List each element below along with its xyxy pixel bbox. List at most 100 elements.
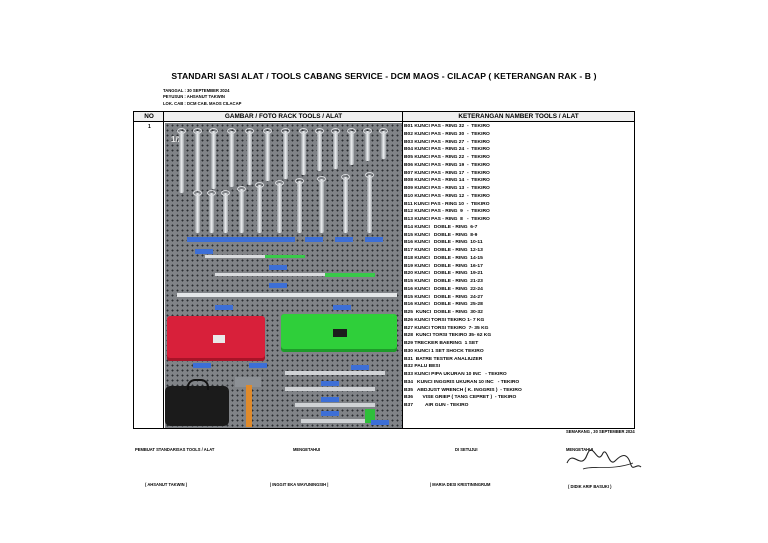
list-item: B36 VISE GRIEP ( TANG CEPRET ) - TEKIRO [404,395,517,401]
approved-label: DI SETUJUI [455,447,478,452]
list-item: B20 KUNCI DOBLE - RING 19-21 [404,271,483,277]
list-item: B01 KUNCI PAS - RING 32 - TEKIRO [404,124,490,129]
header-no: NO [134,112,164,122]
list-item: B25 KUNCI DOBLE - RING 30-32 [404,310,483,315]
list-item: B15 KUNCI DOBLE - RING 24-27 [404,294,483,300]
wrench-image [341,174,350,233]
list-item: B37 AIR GUN - TEKIRO [404,403,469,408]
list-item: B03 KUNCI PAS - RING 27 - TEKIRO [404,139,490,145]
header-description: KETERANGAN NAMBER TOOLS / ALAT [403,112,634,122]
signer-name-1: ( AHSANUT TAKWIN ) [145,482,188,487]
list-item: B26 KUNCI TORSI TEKIRO 1- 7 KG [404,317,485,323]
list-item: B07 KUNCI PAS - RING 17 - TEKIRO [404,170,490,176]
signer-name-2: | INGGIT EKA WAYUNINGSIH | [270,482,329,487]
number-tag [249,363,267,368]
wrench-image [237,186,246,233]
number-tag [351,365,369,370]
number-tag [321,397,339,402]
pipe-wrench-image [285,387,375,391]
hammer-handle [246,385,252,427]
list-item: B15 KUNCI DOBLE - RING 8-9 [404,232,478,238]
wrench-image [209,128,218,189]
signature-image [566,449,642,470]
number-tag [259,237,277,242]
number-tag [321,381,339,386]
wrench-image [299,128,308,175]
wrench-image [263,128,272,181]
wrench-image [331,128,340,169]
signer-name-4: ( DIDIK ARIF BASUKI ) [568,484,612,489]
wrench-image [193,190,202,233]
number-tag [365,237,383,242]
number-tag [333,305,351,310]
list-item: B31 BATRE TESTER ANALIUZER [404,356,483,362]
acknowledged-label-2: MENGETAHUI [566,447,594,452]
list-item: B16 KUNCI DOBLE - RING 22-24 [404,286,483,292]
number-tag [187,237,205,242]
list-item: B34 KUNCI INGGRIS UKURAN 10 INC - TEKIRO [404,379,520,385]
meta-location: LOK. CAB : DCM CAB. MAOS CILACAP [163,100,242,106]
wrench-image [207,190,216,233]
creator-label: PEMBUAT STANDARISAS TOOLS / ALAT [135,447,215,452]
wrench-image [347,128,356,165]
torque-wrench-image [215,273,375,276]
list-item: B28 KUNCI TORSI TEKIRO 35- 62 KG [404,333,492,339]
meta-date: TANGGAL : 30 SEPTEMBER 2024 [163,88,230,93]
column-divider [163,112,164,428]
list-item: B04 KUNCI PAS - RING 24 - TEKIRO [404,147,490,153]
pipe-wrench-image [285,371,385,375]
red-case-latch [213,335,225,343]
header-photo: GAMBAR / FOTO RACK TOOLS / ALAT [164,112,403,122]
list-item: B29 TRECKER BAERING 1 SET [404,341,479,346]
wrench-image [221,190,230,233]
torque-wrench-image [205,255,305,258]
signer-name-3: | MARIA DESI KRISTININGRUM [430,482,491,487]
vise-grip-image [301,419,371,423]
list-item: B35 ABDJUST WRENCH ( K. INGGRIS ) - TEKI… [404,387,522,393]
number-tag [215,305,233,310]
wrench-image [255,182,264,233]
number-tag [371,420,389,425]
list-item: B05 KUNCI PAS - RING 22 - TEKIRO [404,155,490,160]
list-item: B19 KUNCI DOBLE - RING 16-17 [404,263,483,269]
row-number: 1 [148,124,151,130]
air-gun-image [365,409,375,423]
wrench-image [227,128,236,187]
torque-wrench-image [177,293,397,297]
photo-label: 1/2 [171,135,183,144]
number-tag [223,237,241,242]
list-item: B17 KUNCI DOBLE - RING 12-13 [404,248,483,253]
tools-table: NO GAMBAR / FOTO RACK TOOLS / ALAT KETER… [133,111,635,429]
wrench-image [363,128,372,161]
list-item: B10 KUNCI PAS - RING 12 - TEKIRO [404,193,490,199]
list-item: B15 KUNCI DOBLE - RING 21-23 [404,279,483,284]
tool-description-list: B01 KUNCI PAS - RING 32 - TEKIRO B02 KUN… [404,123,634,410]
list-item: B16 KUNCI DOBLE - RING 10-11 [404,240,483,246]
number-tag [321,411,339,416]
wrench-image [193,128,202,191]
list-item: B09 KUNCI PAS - RING 13 - TEKIRO [404,186,490,191]
number-tag [205,237,223,242]
list-item: B08 KUNCI PAS - RING 14 - TEKIRO [404,178,490,184]
number-tag [269,283,287,288]
green-case-latch [333,329,347,337]
torque-wrench-image [265,255,305,258]
number-tag [277,237,295,242]
list-item: B30 KUNCI 1 SET SHOCK TEKIRO [404,348,484,354]
number-tag [195,249,213,254]
list-item: B06 KUNCI PAS - RING 19 - TEKIRO [404,162,490,168]
wrench-image [295,178,304,233]
list-item: B33 KUNCI PIPA UKURAN 10 INC - TEKIRO [404,372,507,377]
wrench-image [281,128,290,179]
wrench-image [275,180,284,233]
wrench-image [177,128,186,193]
date-place: SEMARANG , 30 SEPTEMBER 2024 [566,429,635,434]
tool-rack-photo: 1/2 [165,123,402,428]
list-item: B13 KUNCI PAS - RING 8 - TEKIRO [404,217,490,222]
wrench-image [365,172,374,233]
number-tag [241,237,259,242]
list-item: B18 KUNCI DOBLE - RING 14-15 [404,255,483,261]
meta-author: PEYUSUN : AHSANUT TAKWIN [163,94,225,100]
column-divider [402,112,403,428]
document-title: STANDARI SASI ALAT / TOOLS CABANG SERVIC… [171,71,597,81]
